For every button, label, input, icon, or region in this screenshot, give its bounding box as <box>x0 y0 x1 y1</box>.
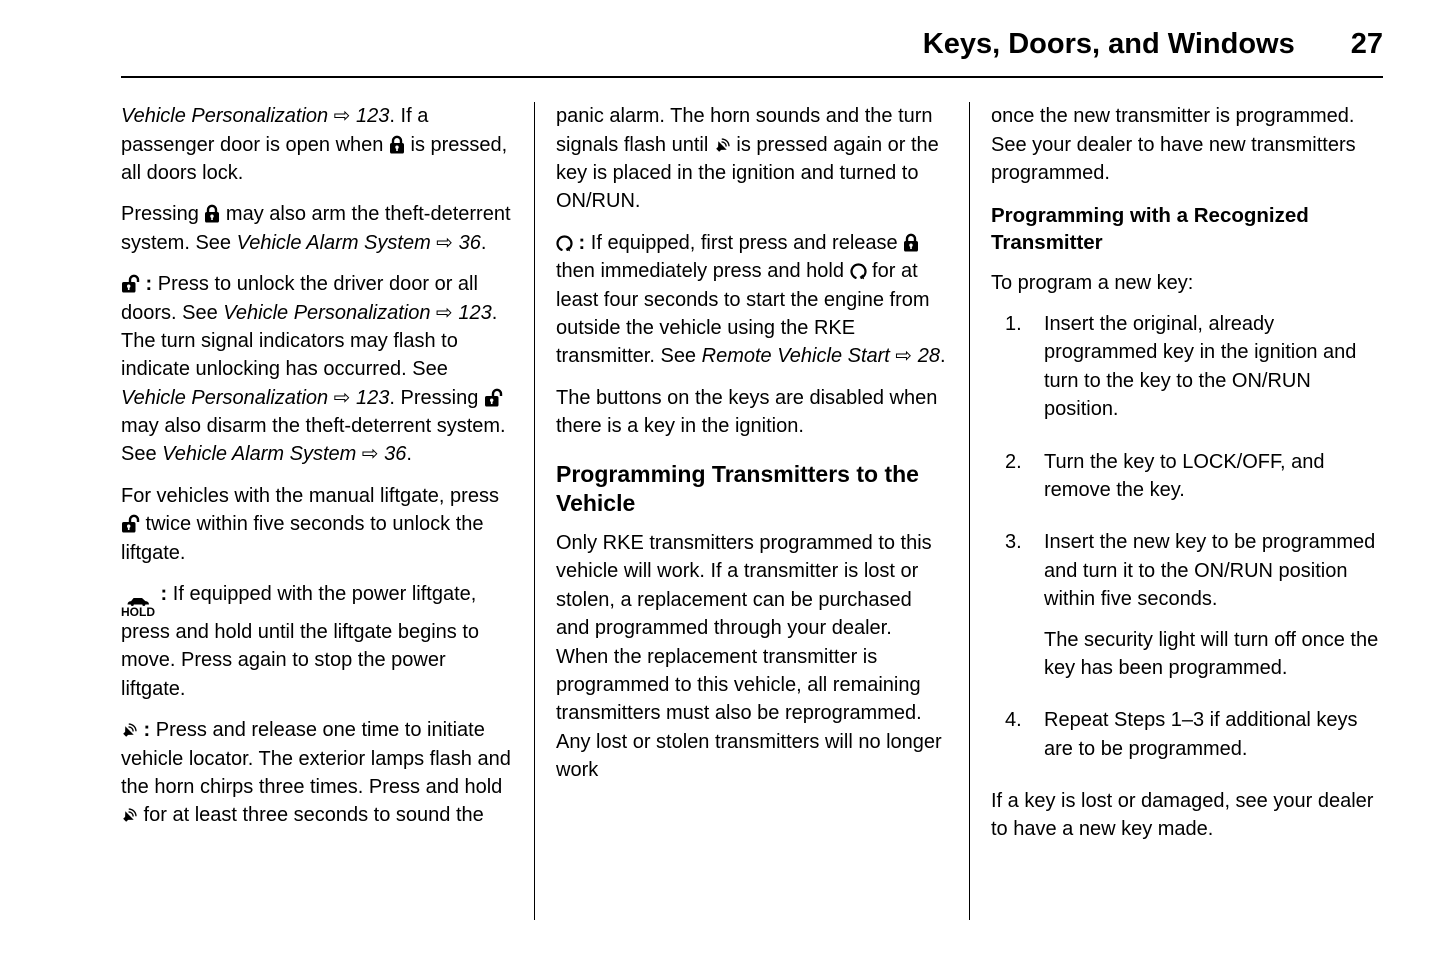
text-run: . <box>406 443 412 466</box>
text-run: Insert the original, already programmed … <box>1044 313 1357 421</box>
list-number: 4. <box>1005 709 1022 732</box>
paragraph: The buttons on the keys are disabled whe… <box>556 384 948 441</box>
unlock-icon <box>484 388 503 407</box>
text-run: Repeat Steps 1–3 if additional keys are … <box>1044 709 1358 760</box>
text-run: . <box>480 231 487 254</box>
paragraph: Vehicle Personalization ⇨ 123. If a pass… <box>121 102 513 187</box>
unlock-icon <box>121 274 140 293</box>
text-run: To program a new key: <box>991 271 1194 294</box>
remote-start-icon <box>556 233 573 252</box>
text-run: : <box>573 231 591 254</box>
paragraph: panic alarm. The horn sounds and the tur… <box>556 102 948 216</box>
paragraph: For vehicles with the manual liftgate, p… <box>121 482 513 567</box>
list-item-body: Turn the key to LOCK/OFF, and remove the… <box>1044 448 1383 517</box>
cross-reference: Vehicle Personalization ⇨ 123 <box>223 301 492 324</box>
hold-icon: HOLD <box>121 596 155 618</box>
section-heading: Programming with a Recognized Transmitte… <box>991 204 1309 254</box>
text-run: Press and release one time to initiate v… <box>121 719 511 798</box>
content-columns: Vehicle Personalization ⇨ 123. If a pass… <box>121 102 1383 921</box>
column-2: panic alarm. The horn sounds and the tur… <box>556 102 948 920</box>
text-run: Pressing <box>121 203 205 226</box>
cross-reference: Vehicle Personalization ⇨ 123 <box>121 386 390 409</box>
remote-start-icon <box>849 261 867 280</box>
cross-reference: Remote Vehicle Start ⇨ 28 <box>701 345 940 368</box>
lock-icon <box>204 204 220 223</box>
text-run: . If a passenger door is open when <box>121 105 429 156</box>
paragraph: Turn the key to LOCK/OFF, and remove the… <box>1044 448 1383 505</box>
paragraph: Insert the original, already programmed … <box>1044 310 1383 424</box>
unlock-icon <box>121 514 140 533</box>
paragraph: Insert the new key to be programmed and … <box>1044 528 1383 613</box>
list-item-body: Insert the original, already programmed … <box>1044 310 1383 436</box>
horn-icon <box>121 807 138 824</box>
text-run: Press to unlock the driver door or all d… <box>121 273 478 324</box>
text-run: If equipped with the power liftgate, pre… <box>121 583 480 700</box>
header-rule <box>121 76 1383 79</box>
cross-reference: Vehicle Alarm System ⇨ 36 <box>162 443 407 466</box>
text-run: once the new transmitter is programmed. … <box>991 105 1356 184</box>
text-run: For vehicles with the manual liftgate, p… <box>121 484 499 507</box>
list-item-body: Repeat Steps 1–3 if additional keys are … <box>1044 706 1383 775</box>
text-run: is pressed, all doors lock. <box>121 133 508 184</box>
paragraph: Repeat Steps 1–3 if additional keys are … <box>1044 706 1383 763</box>
text-run: for at least three seconds to sound the <box>138 804 484 827</box>
column-1: Vehicle Personalization ⇨ 123. If a pass… <box>121 102 513 920</box>
numbered-list: 1. Insert the original, already programme… <box>991 310 1383 775</box>
text-run: The buttons on the keys are disabled whe… <box>556 386 938 438</box>
section-heading: Programming Transmitters to the Vehicle <box>556 461 919 517</box>
page-header: Keys, Doors, and Windows 27 <box>121 24 1383 76</box>
list-number: 1. <box>1005 313 1022 336</box>
text-run: Only RKE transmitters programmed to this… <box>556 531 942 782</box>
list-item: 2. Turn the key to LOCK/OFF, and remove t… <box>991 448 1383 517</box>
horn-icon <box>714 137 731 154</box>
text-run: panic alarm. The horn sounds and the tur… <box>556 105 933 156</box>
lock-icon <box>903 233 919 252</box>
cross-reference: Vehicle Personalization ⇨ 123 <box>121 105 390 128</box>
lock-icon <box>389 135 405 154</box>
text-run: Turn the key to LOCK/OFF, and remove the… <box>1044 450 1325 501</box>
paragraph: : Press to unlock the driver door or all… <box>121 270 513 469</box>
list-number: 2. <box>1005 450 1022 473</box>
text-run: : <box>138 719 156 742</box>
list-item: 4. Repeat Steps 1–3 if additional keys ar… <box>991 706 1383 775</box>
text-run: . <box>939 345 946 368</box>
paragraph: HOLD : If equipped with the power liftga… <box>121 580 513 703</box>
paragraph: The security light will turn off once th… <box>1044 626 1383 683</box>
list-number: 3. <box>1005 531 1022 554</box>
paragraph: Only RKE transmitters programmed to this… <box>556 529 948 785</box>
cross-reference: Vehicle Alarm System ⇨ 36 <box>236 231 481 254</box>
text-run: : <box>140 273 158 296</box>
text-run: The security light will turn off once th… <box>1044 628 1379 679</box>
text-run: is pressed again or the key is placed in… <box>556 133 939 213</box>
paragraph: If a key is lost or damaged, see your de… <box>991 787 1383 844</box>
paragraph: Pressing may also arm the theft-deterren… <box>121 200 513 257</box>
text-run: . Pressing <box>389 386 484 409</box>
text-run: may also disarm the theft-deterrent syst… <box>121 415 506 466</box>
chapter-title: Keys, Doors, and Windows <box>922 28 1295 60</box>
horn-icon <box>121 722 138 739</box>
column-divider <box>534 102 535 921</box>
text-run: then immediately press and hold <box>556 260 850 283</box>
text-run: for at least four seconds to start the e… <box>556 260 930 368</box>
paragraph: : Press and release one time to initiate… <box>121 716 513 830</box>
paragraph: : If equipped, first press and release t… <box>556 229 948 371</box>
list-item-body: Insert the new key to be programmed and … <box>1044 528 1383 694</box>
column-3: once the new transmitter is programmed. … <box>991 102 1383 920</box>
text-run: may also arm the theft-deterrent system.… <box>121 203 511 254</box>
hold-label: HOLD <box>121 605 155 620</box>
text-run: : <box>155 583 173 606</box>
text-run: If equipped, first press and release <box>590 231 904 254</box>
text-run: If a key is lost or damaged, see your de… <box>991 790 1374 841</box>
list-item: 3. Insert the new key to be programmed an… <box>991 528 1383 694</box>
text-run: Insert the new key to be programmed and … <box>1044 531 1376 611</box>
paragraph: To program a new key: <box>991 269 1383 297</box>
text-run: twice within five seconds to unlock the … <box>121 513 484 564</box>
page-number: 27 <box>1350 28 1383 60</box>
column-divider <box>969 102 970 921</box>
text-run: . The turn signal indicators may flash t… <box>121 301 498 381</box>
paragraph: once the new transmitter is programmed. … <box>991 102 1383 187</box>
list-item: 1. Insert the original, already programme… <box>991 310 1383 436</box>
